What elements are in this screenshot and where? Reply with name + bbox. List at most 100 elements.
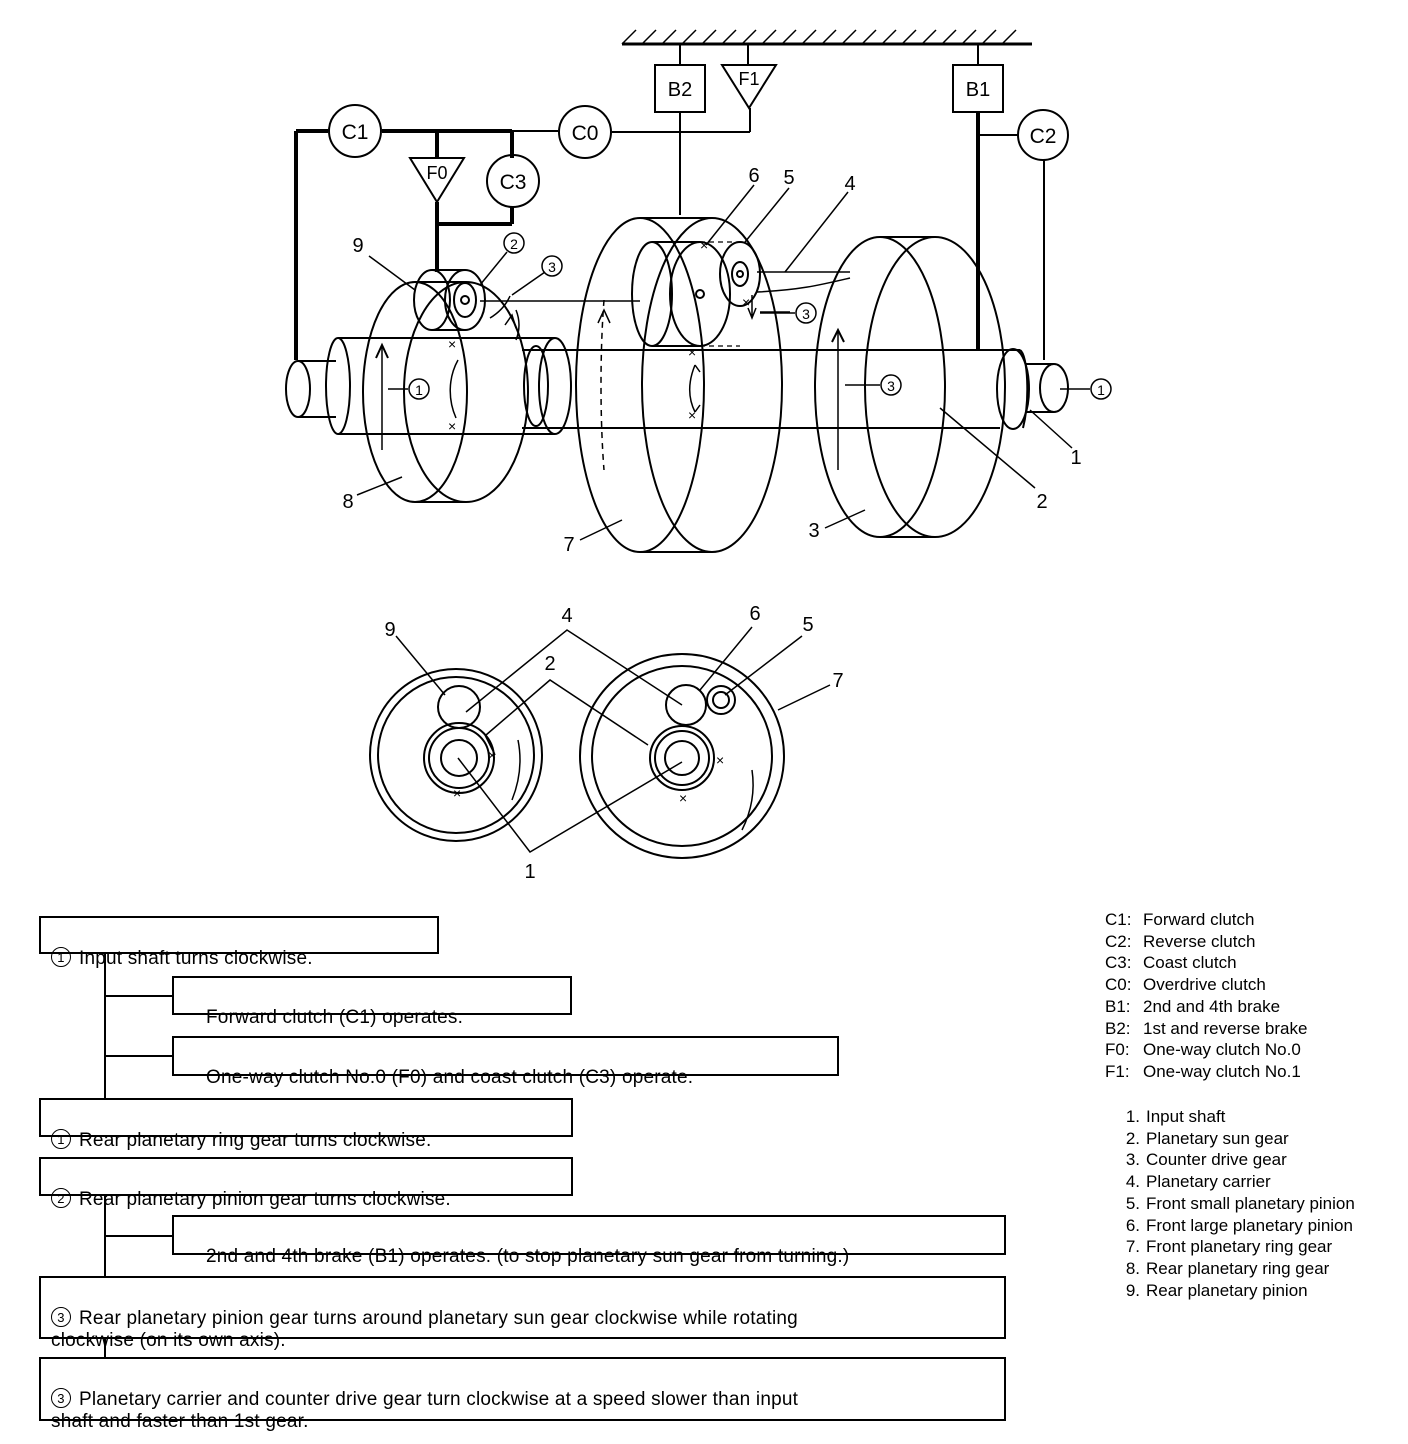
connection-lines <box>294 44 1045 360</box>
clutch-c0-label: C0 <box>572 122 599 145</box>
top-callouts: 9 6 5 4 1 2 3 7 8 <box>342 165 1081 556</box>
one-way-clutch-f1-label: F1 <box>738 69 759 89</box>
counter-drive-gear <box>814 236 1006 538</box>
callout-2: 2 <box>1036 491 1047 513</box>
one-way-clutch-f0-label: F0 <box>426 163 447 183</box>
rotation-marks: × × × × × × <box>448 237 757 434</box>
parts-legend: 1.Input shaft 2.Planetary sun gear 3.Cou… <box>1100 1106 1355 1301</box>
one-way-clutch-f0: F0 <box>408 157 466 204</box>
svg-text:1: 1 <box>415 382 423 398</box>
svg-text:×: × <box>688 407 696 423</box>
flow-branch <box>104 1235 172 1237</box>
diagram-mark-2: 2 <box>479 232 525 286</box>
legend-row: C1:Forward clutch <box>1105 910 1255 929</box>
step-text: Rear planetary ring gear turns clockwise… <box>79 1130 432 1151</box>
svg-text:3: 3 <box>887 378 895 394</box>
end-view-front: × × <box>579 653 785 859</box>
flow-branch <box>104 1055 172 1057</box>
end-callout-6: 6 <box>749 603 760 625</box>
rear-ring-gear <box>362 281 529 503</box>
svg-text:3: 3 <box>802 306 810 322</box>
callout-7: 7 <box>563 534 574 556</box>
svg-text:×: × <box>453 785 461 801</box>
clutch-c2-label: C2 <box>1030 125 1057 148</box>
end-callout-7: 7 <box>832 670 843 692</box>
clutch-c0: C0 <box>558 105 612 159</box>
front-ring-gear <box>575 217 783 553</box>
parts-row: 6.Front large planetary pinion <box>1125 1215 1353 1235</box>
parts-row: 2.Planetary sun gear <box>1125 1128 1289 1148</box>
flow-connector <box>104 1338 106 1358</box>
callout-1: 1 <box>1070 447 1081 469</box>
callout-3: 3 <box>808 520 819 542</box>
callout-9: 9 <box>352 235 363 257</box>
end-callout-9: 9 <box>384 619 395 641</box>
step-text: One-way clutch No.0 (F0) and coast clutc… <box>206 1067 694 1088</box>
legend-row: F1:One-way clutch No.1 <box>1105 1061 1301 1081</box>
parts-row: 8.Rear planetary ring gear <box>1125 1258 1330 1278</box>
flow-step-forward-clutch: Forward clutch (C1) operates. <box>172 976 572 1028</box>
svg-text:×: × <box>742 294 750 310</box>
step-text: Rear planetary pinion gear turns clockwi… <box>79 1189 451 1210</box>
ground-housing <box>621 29 1032 46</box>
flow-step-one-way-clutch: One-way clutch No.0 (F0) and coast clutc… <box>172 1036 839 1088</box>
planetary-gear-diagram: C1 C0 C3 C2 B2 B1 F1 F0 <box>285 29 1112 883</box>
parts-row: 7.Front planetary ring gear <box>1125 1237 1333 1257</box>
brake-b1: B1 <box>952 64 1004 113</box>
step-text: Planetary carrier and counter drive gear… <box>51 1389 799 1432</box>
callout-6: 6 <box>748 165 759 187</box>
end-view-rear: × × <box>369 668 543 842</box>
flow-connector <box>104 952 106 1098</box>
svg-text:1: 1 <box>1097 382 1105 398</box>
brake-b2: B2 <box>654 64 706 113</box>
svg-text:×: × <box>679 790 687 806</box>
end-view-callouts: 9 4 2 6 5 7 1 <box>384 603 843 883</box>
one-way-clutch-f1: F1 <box>720 64 778 110</box>
parts-row: 1.Input shaft <box>1125 1107 1226 1126</box>
diagram-mark-1-rear: 1 <box>388 378 430 400</box>
parts-row: 3.Counter drive gear <box>1125 1150 1287 1170</box>
step-number: 3 <box>51 1388 71 1408</box>
end-callout-2: 2 <box>544 653 555 675</box>
callout-4: 4 <box>844 173 855 195</box>
parts-row: 4.Planetary carrier <box>1125 1172 1271 1192</box>
flow-step-brake: 2nd and 4th brake (B1) operates. (to sto… <box>172 1215 1006 1267</box>
parts-row: 9.Rear planetary pinion <box>1125 1280 1308 1300</box>
abbreviation-legend: C1:Forward clutch C2:Reverse clutch C3:C… <box>1105 909 1307 1083</box>
brake-b2-label: B2 <box>668 79 692 101</box>
legend-row: B2:1st and reverse brake <box>1105 1018 1308 1038</box>
flow-branch <box>104 995 172 997</box>
svg-text:×: × <box>448 336 456 352</box>
callout-5: 5 <box>783 167 794 189</box>
clutch-c1: C1 <box>328 104 382 158</box>
legend-row: C3:Coast clutch <box>1105 953 1237 973</box>
svg-text:×: × <box>700 237 708 253</box>
svg-text:×: × <box>488 747 496 763</box>
clutch-c1-label: C1 <box>342 121 369 144</box>
step-number: 1 <box>51 947 71 967</box>
diagram-mark-3-front: 3 <box>760 302 817 324</box>
svg-text:3: 3 <box>548 259 556 275</box>
svg-text:×: × <box>688 344 696 360</box>
step-number: 2 <box>51 1188 71 1208</box>
step-text: Forward clutch (C1) operates. <box>206 1007 464 1028</box>
end-callout-1: 1 <box>524 861 535 883</box>
clutch-c3: C3 <box>486 154 540 208</box>
step-text: Rear planetary pinion gear turns around … <box>51 1308 798 1351</box>
svg-text:2: 2 <box>510 236 518 252</box>
diagram-mark-3-rear: 3 <box>511 255 563 296</box>
brake-b1-label: B1 <box>966 79 990 101</box>
step-text: 2nd and 4th brake (B1) operates. (to sto… <box>206 1246 850 1267</box>
diagram-mark-1-input: 1 <box>1060 378 1112 400</box>
legend-row: C0:Overdrive clutch <box>1105 975 1266 995</box>
svg-text:×: × <box>716 752 724 768</box>
step-number: 3 <box>51 1307 71 1327</box>
step-text: Input shaft turns clockwise. <box>79 948 313 969</box>
legend-row: B1:2nd and 4th brake <box>1105 996 1281 1016</box>
end-callout-4: 4 <box>561 605 572 627</box>
svg-text:×: × <box>448 418 456 434</box>
flow-step-1: 1 Input shaft turns clockwise. <box>39 916 439 969</box>
legend-row: C2:Reverse clutch <box>1105 931 1256 951</box>
